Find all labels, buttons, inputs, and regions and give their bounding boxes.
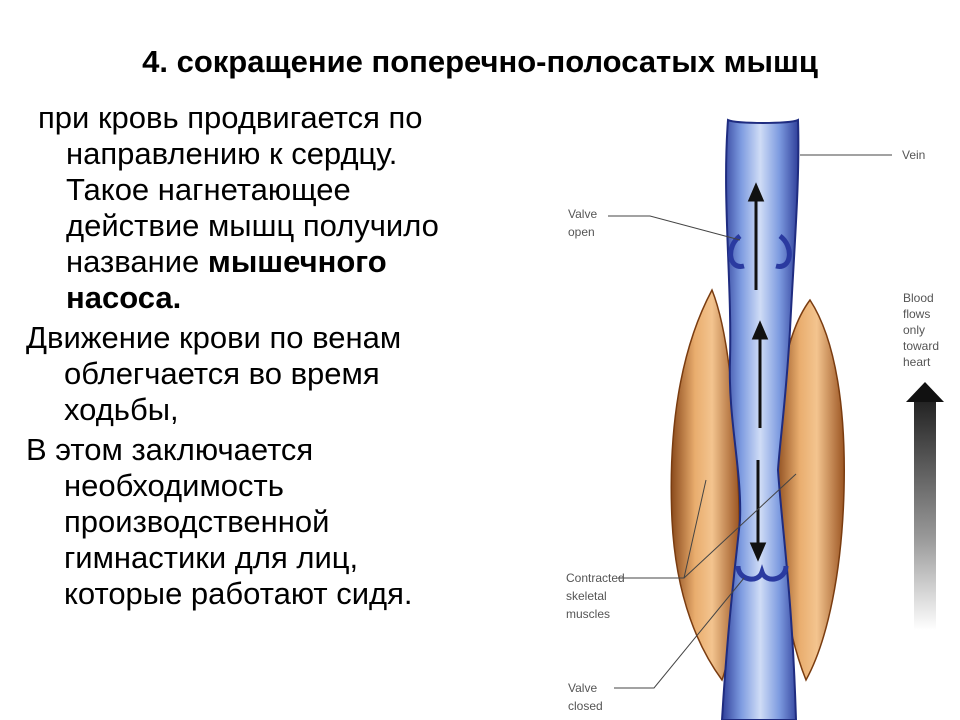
text-line: В этом заключается <box>26 432 314 467</box>
text-line: Движение крови по венам <box>26 320 402 355</box>
paragraph-walking: Движение крови по венам облегчается во в… <box>26 320 526 428</box>
valve-open-label: Valve <box>568 207 597 221</box>
text-line: при кровь продвигается по <box>38 100 423 135</box>
valve-closed <box>735 564 789 582</box>
valve-closed-label: Valve <box>568 681 597 695</box>
blood-flow-label: only <box>903 323 925 337</box>
arrow-head <box>906 382 944 402</box>
blood-flow-direction-arrow <box>914 400 936 630</box>
slide-body-text: при кровь продвигается по направлению к … <box>26 100 526 612</box>
bold-term: насоса. <box>66 280 182 315</box>
contracted-muscles-label: skeletal <box>566 589 607 603</box>
vein-label: Vein <box>902 148 925 162</box>
blood-flow-label: flows <box>903 307 930 321</box>
text-line: облегчается во время <box>64 356 380 391</box>
contracted-muscles-label: muscles <box>566 607 610 621</box>
text-line: производственной <box>64 504 330 539</box>
text-line: направлению к сердцу. <box>66 136 398 171</box>
blood-flow-label: toward <box>903 339 939 353</box>
text-line: название мышечного <box>38 244 526 280</box>
valve-open <box>775 233 792 269</box>
muscle-pump-illustration: Vein Valve open Blood flows only toward … <box>566 118 944 720</box>
paragraph-muscle-pump: при кровь продвигается по направлению к … <box>26 100 526 316</box>
blood-flow-arrows <box>747 182 769 562</box>
leader-lines <box>608 154 892 689</box>
slide-title: 4. сокращение поперечно-полосатых мышц <box>142 44 818 79</box>
blood-flow-label: heart <box>903 355 931 369</box>
text-line: которые работают сидя. <box>64 576 413 611</box>
text-line: необходимость <box>64 468 284 503</box>
text-line: гимнастики для лиц, <box>64 540 359 575</box>
text-fragment: название <box>66 244 208 279</box>
contracted-muscles-label: Contracted <box>566 571 625 585</box>
paragraph-gymnastics: В этом заключается необходимость произво… <box>26 432 526 612</box>
text-line: действие мышц получило <box>66 208 439 243</box>
blood-flow-label: Blood <box>903 291 934 305</box>
valve-open-label: open <box>568 225 595 239</box>
text-line: ходьбы, <box>64 392 179 427</box>
text-line: Такое нагнетающее <box>66 172 351 207</box>
valve-closed-label: closed <box>568 699 603 713</box>
bold-term: мышечного <box>207 244 387 279</box>
